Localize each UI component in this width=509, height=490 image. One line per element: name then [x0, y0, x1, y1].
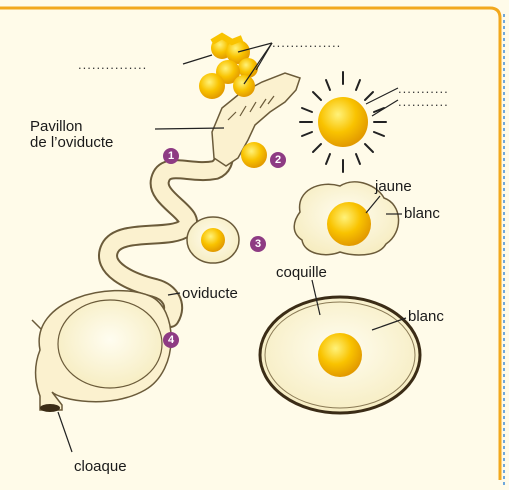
blanc-egg-label: blanc [404, 205, 440, 222]
blank-label-left: ............... [78, 56, 147, 73]
step-badge-4: 4 [163, 332, 179, 348]
blanc-shell-label: blanc [408, 308, 444, 325]
pavillon-label-line2: de l’oviducte [30, 134, 113, 151]
yolk-in-oviduct [241, 142, 267, 168]
shelled-egg [260, 297, 420, 413]
oviducte-label: oviducte [182, 285, 238, 302]
blank-label-top: ............... [272, 34, 341, 51]
ovary-yolk-cluster [199, 36, 258, 99]
jaune-label: jaune [375, 178, 412, 195]
pavillon-label-line1: Pavillon [30, 118, 83, 135]
coquille-label: coquille [276, 264, 327, 281]
blank-label-right-2: ........... [398, 93, 449, 110]
step-badge-2: 2 [270, 152, 286, 168]
uterus-egg [32, 291, 171, 412]
yolk-with-albumen [187, 217, 239, 263]
isolated-yolk-radiating [300, 72, 386, 172]
cloaque-label: cloaque [74, 458, 127, 475]
step-badge-3: 3 [250, 236, 266, 252]
step-badge-1: 1 [163, 148, 179, 164]
